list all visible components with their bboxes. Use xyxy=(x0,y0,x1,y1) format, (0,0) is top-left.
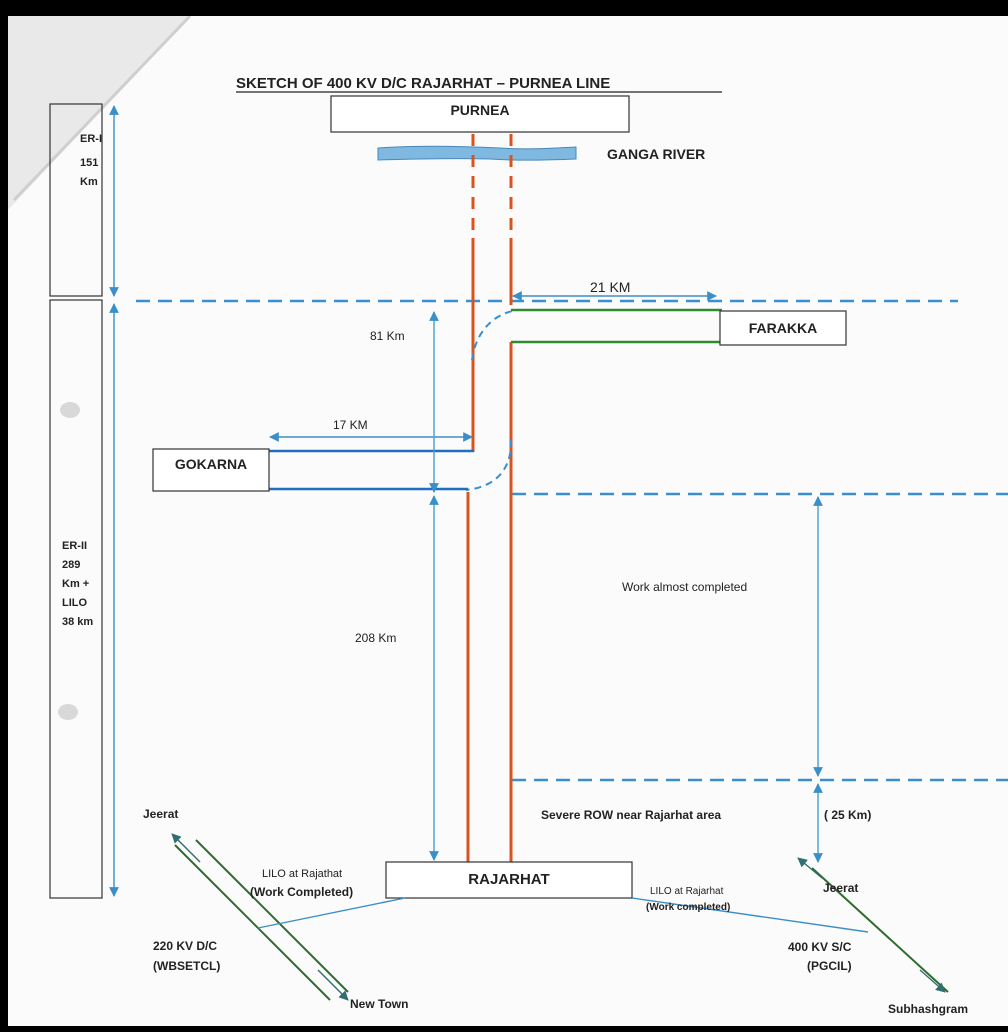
right-lilo-label-2: (Work completed) xyxy=(646,902,730,913)
paper-sheet: SKETCH OF 400 KV D/C RAJARHAT – PURNEA L… xyxy=(8,16,1008,1026)
line-sketch: SKETCH OF 400 KV D/C RAJARHAT – PURNEA L… xyxy=(8,16,1008,1016)
work-status-label: Work almost completed xyxy=(622,580,747,594)
left-lilo-arrow-jeerat xyxy=(171,833,201,863)
right-lilo-arrow-subhashgram xyxy=(919,969,946,993)
left-lilo-label-2: (Work Completed) xyxy=(250,885,353,899)
rajarhat-label: RAJARHAT xyxy=(468,871,549,888)
right-voltage-label-2: (PGCIL) xyxy=(807,959,852,973)
er2-label: ER-II 289 Km + LILO 38 km xyxy=(62,540,93,628)
purnea-station-box xyxy=(330,95,630,133)
binder-hole-bottom xyxy=(58,704,78,720)
lower-section-label: 208 Km xyxy=(355,631,396,645)
right-lilo-line xyxy=(811,867,949,993)
rajarhat-station-box xyxy=(385,861,633,899)
farakka-station-box xyxy=(719,310,847,346)
er1-region-box xyxy=(49,103,103,297)
left-lilo-arrow-newtown xyxy=(317,969,349,1001)
farakka-distance-label: 21 KM xyxy=(590,279,630,295)
er2-region-box xyxy=(49,299,103,899)
gokarna-lilo-curve xyxy=(465,439,513,491)
right-jeerat-label: Jeerat xyxy=(823,881,858,895)
farakka-lilo-curve xyxy=(471,309,519,361)
right-voltage-label-1: 400 KV S/C xyxy=(788,940,852,954)
right-lilo-arrow-jeerat xyxy=(797,857,823,879)
left-voltage-label-2: (WBSETCL) xyxy=(153,959,220,973)
purnea-label: PURNEA xyxy=(450,102,509,118)
binder-hole-top xyxy=(60,402,80,418)
farakka-label: FARAKKA xyxy=(749,320,817,336)
right-lilo-label-1: LILO at Rajarhat xyxy=(650,886,724,897)
left-jeerat-label: Jeerat xyxy=(143,807,178,821)
gokarna-station-box xyxy=(152,448,270,492)
right-lilo-connector xyxy=(631,897,869,933)
left-lilo-line-1 xyxy=(174,844,331,1001)
left-lilo-connector xyxy=(257,897,406,929)
row-issue-label: Severe ROW near Rajarhat area xyxy=(541,808,721,822)
gokarna-label: GOKARNA xyxy=(175,456,247,472)
er1-label: ER-I 151 Km xyxy=(80,133,105,188)
ganga-river-shape xyxy=(377,145,577,161)
ganga-river-label: GANGA RIVER xyxy=(607,146,705,162)
gokarna-distance-label: 17 KM xyxy=(333,418,368,432)
row-length-label: ( 25 Km) xyxy=(824,808,871,822)
left-lilo-label-1: LILO at Rajathat xyxy=(262,868,342,880)
left-lilo-line-2 xyxy=(195,839,349,993)
left-voltage-label-1: 220 KV D/C xyxy=(153,939,217,953)
subhashgram-label: Subhashgram xyxy=(888,1002,968,1016)
page-title: SKETCH OF 400 KV D/C RAJARHAT – PURNEA L… xyxy=(236,75,610,92)
new-town-label: New Town xyxy=(350,997,408,1011)
upper-section-label: 81 Km xyxy=(370,329,405,343)
